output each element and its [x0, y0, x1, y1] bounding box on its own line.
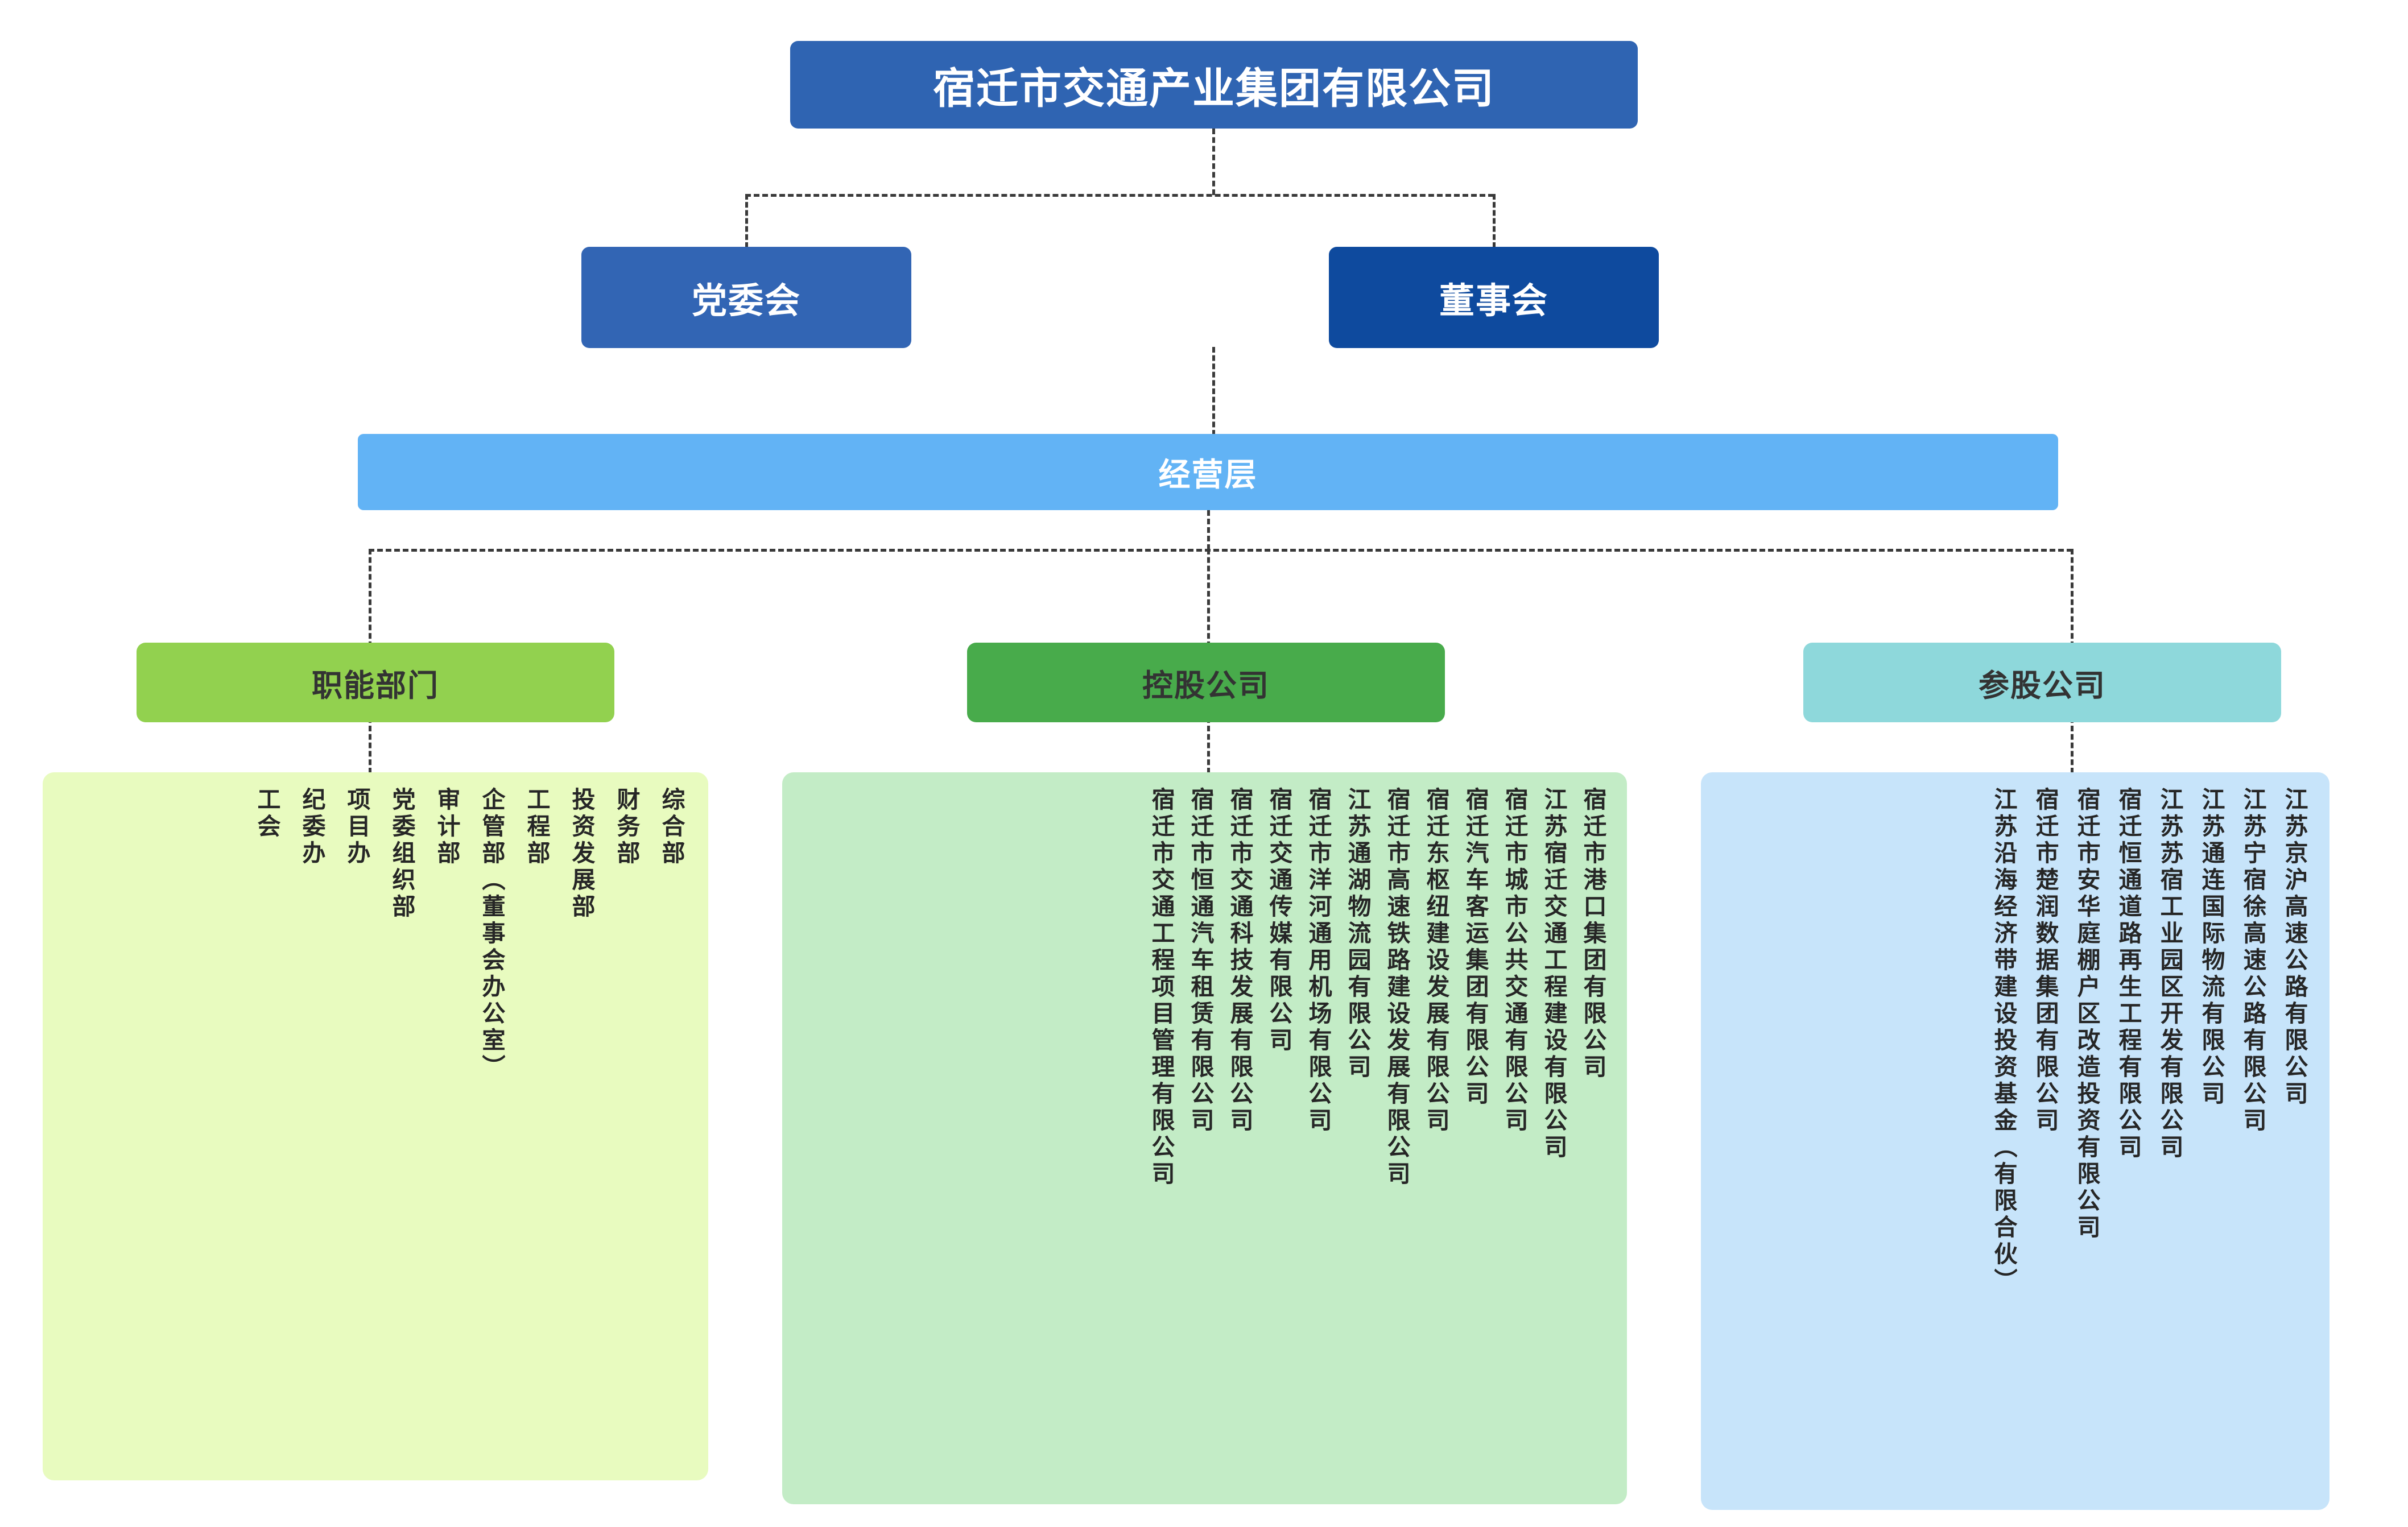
org-unit-item[interactable]: 宿迁汽车客运集团有限公司: [1462, 787, 1488, 1108]
org-unit-item[interactable]: 党委组织部: [389, 787, 415, 921]
org-unit-item[interactable]: 宿迁市交通工程项目管理有限公司: [1148, 787, 1174, 1188]
org-unit-item[interactable]: 江苏通湖物流园有限公司: [1344, 787, 1370, 1081]
org-unit-item[interactable]: 综合部: [658, 787, 684, 867]
org-unit-item[interactable]: 江苏沿海经济带建设投资基金（有限合伙）: [1990, 787, 2017, 1295]
org-unit-item[interactable]: 宿迁交通传媒有限公司: [1266, 787, 1292, 1054]
org-unit-item[interactable]: 宿迁市交通科技发展有限公司: [1226, 787, 1253, 1135]
connector-root-stem: [1212, 129, 1215, 195]
board-of-directors-label: 董事会: [1439, 282, 1548, 321]
org-unit-item[interactable]: 江苏宁宿徐高速公路有限公司: [2240, 787, 2266, 1135]
category-holding-companies[interactable]: 控股公司: [967, 643, 1445, 722]
org-unit-item[interactable]: 宿迁市港口集团有限公司: [1580, 787, 1606, 1081]
org-unit-item[interactable]: 宿迁市安华庭棚户区改造投资有限公司: [2074, 787, 2100, 1242]
org-unit-item[interactable]: 江苏苏宿工业园区开发有限公司: [2157, 787, 2183, 1161]
participating-companies-panel: 江苏京沪高速公路有限公司江苏宁宿徐高速公路有限公司江苏通连国际物流有限公司江苏苏…: [1701, 772, 2329, 1510]
org-unit-item[interactable]: 项目办: [344, 787, 370, 867]
org-unit-item[interactable]: 宿迁市楚润数据集团有限公司: [2032, 787, 2058, 1135]
management-layer-node[interactable]: 经营层: [358, 434, 2058, 510]
category-holding-label: 控股公司: [1142, 668, 1270, 703]
category-participating-label: 参股公司: [1979, 668, 2106, 703]
org-unit-item[interactable]: 财务部: [613, 787, 639, 867]
connector-category-bus: [369, 549, 2072, 552]
org-unit-item[interactable]: 工会: [254, 787, 280, 841]
connector-to-party: [745, 194, 748, 248]
org-unit-item[interactable]: 企管部（董事会办公室）: [478, 787, 505, 1081]
org-unit-item[interactable]: 投资发展部: [568, 787, 594, 921]
org-unit-item[interactable]: 宿迁东枢纽建设发展有限公司: [1423, 787, 1449, 1135]
category-functional-departments[interactable]: 职能部门: [137, 643, 614, 722]
holding-companies-panel: 宿迁市港口集团有限公司江苏宿迁交通工程建设有限公司宿迁市城市公共交通有限公司宿迁…: [782, 772, 1627, 1504]
org-unit-item[interactable]: 审计部: [433, 787, 460, 867]
category-functional-label: 职能部门: [312, 668, 439, 703]
party-committee-label: 党委会: [691, 282, 801, 321]
board-of-directors-node[interactable]: 董事会: [1329, 247, 1659, 348]
org-unit-item[interactable]: 宿迁市恒通汽车租赁有限公司: [1187, 787, 1213, 1135]
connector-level2-bus: [745, 194, 1494, 197]
org-unit-item[interactable]: 宿迁市高速铁路建设发展有限公司: [1383, 787, 1410, 1188]
connector-management-stem: [1207, 510, 1210, 550]
org-unit-item[interactable]: 宿迁恒通道路再生工程有限公司: [2115, 787, 2141, 1161]
connector-to-board: [1493, 194, 1496, 248]
company-root-node[interactable]: 宿迁市交通产业集团有限公司: [790, 41, 1638, 129]
company-root-label: 宿迁市交通产业集团有限公司: [933, 64, 1495, 112]
org-unit-item[interactable]: 江苏宿迁交通工程建设有限公司: [1540, 787, 1567, 1161]
connector-board-to-management: [1212, 347, 1215, 436]
org-unit-item[interactable]: 纪委办: [299, 787, 325, 867]
org-unit-item[interactable]: 江苏通连国际物流有限公司: [2198, 787, 2224, 1108]
org-unit-item[interactable]: 宿迁市洋河通用机场有限公司: [1305, 787, 1331, 1135]
org-unit-item[interactable]: 工程部: [523, 787, 550, 867]
management-layer-label: 经营层: [1158, 456, 1258, 493]
functional-departments-panel: 综合部财务部投资发展部工程部企管部（董事会办公室） 审计部党委组织部项目办纪委办工…: [43, 772, 708, 1480]
category-participating-companies[interactable]: 参股公司: [1803, 643, 2281, 722]
org-unit-item[interactable]: 江苏京沪高速公路有限公司: [2281, 787, 2307, 1108]
org-unit-item[interactable]: 宿迁市城市公共交通有限公司: [1501, 787, 1527, 1135]
party-committee-node[interactable]: 党委会: [581, 247, 911, 348]
